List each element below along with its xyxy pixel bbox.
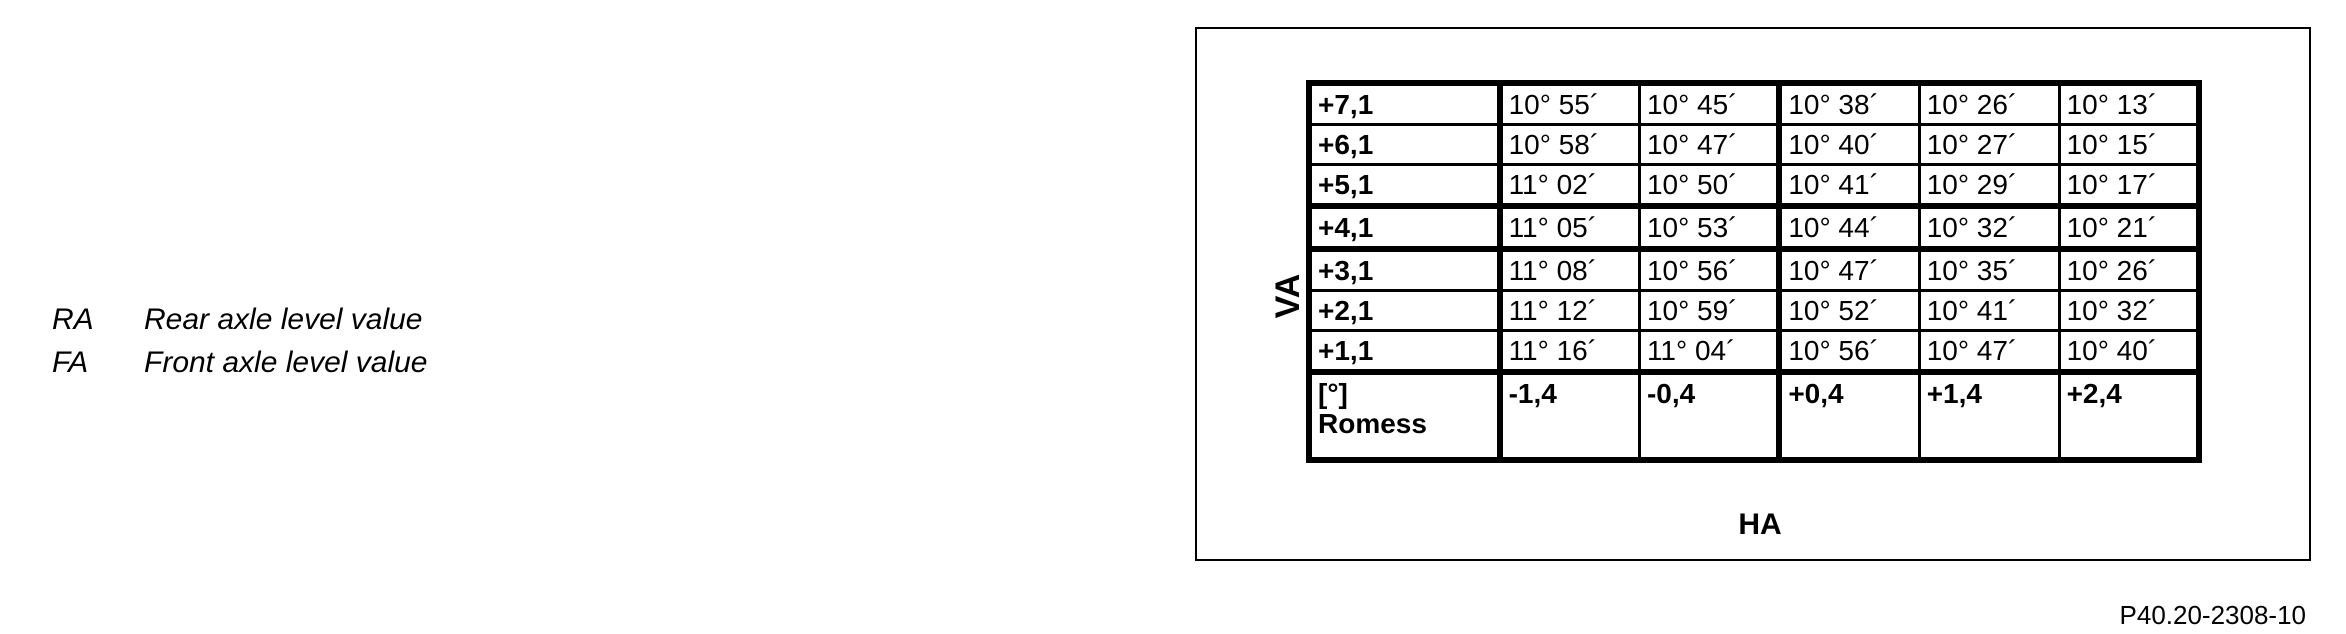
table-cell: 10° 38´ (1776, 81, 1921, 126)
ha-axis-label: HA (1738, 508, 1782, 541)
va-value: +1,1 (1307, 329, 1503, 374)
va-value: +2,1 (1307, 289, 1503, 332)
table-cell: 11° 08´ (1498, 246, 1641, 292)
table-cell: 10° 26´ (2057, 246, 2201, 292)
table-cell: 10° 50´ (1637, 163, 1781, 208)
table-cell: 10° 53´ (1637, 203, 1781, 251)
source-label: Romess (1318, 408, 1427, 439)
legend-item-ra: RA Rear axle level value (52, 298, 427, 341)
va-value: +7,1 (1307, 81, 1503, 126)
table-row: +6,1 10° 58´ 10° 47´ 10° 40´ 10° 27´ 10°… (1307, 123, 2201, 166)
legend-text: Front axle level value (144, 346, 428, 379)
legend-text: Rear axle level value (144, 303, 423, 336)
table-cell: 10° 35´ (1917, 246, 2061, 292)
table-cell: 11° 02´ (1498, 163, 1641, 208)
table-cell: 10° 52´ (1776, 289, 1921, 332)
table-cell: 10° 21´ (2057, 203, 2201, 251)
table-row: +5,1 11° 02´ 10° 50´ 10° 41´ 10° 29´ 10°… (1307, 163, 2201, 208)
va-value: +6,1 (1307, 123, 1503, 166)
table-footer-row: [°] Romess -1,4 -0,4 +0,4 +1,4 +2,4 (1307, 369, 2201, 462)
table-cell: 10° 41´ (1917, 289, 2061, 332)
table-cell: 10° 40´ (2057, 329, 2201, 374)
table-cell: 11° 16´ (1498, 329, 1641, 374)
table-row: +7,1 10° 55´ 10° 45´ 10° 38´ 10° 26´ 10°… (1307, 81, 2201, 126)
table-cell: 10° 40´ (1776, 123, 1921, 166)
table-cell: 10° 15´ (2057, 123, 2201, 166)
va-value: +3,1 (1307, 246, 1503, 292)
camber-table: +7,1 10° 55´ 10° 45´ 10° 38´ 10° 26´ 10°… (1306, 80, 2202, 463)
table-cell: 10° 47´ (1917, 329, 2061, 374)
table-cell: 10° 26´ (1917, 81, 2061, 126)
table-cell: 10° 32´ (1917, 203, 2061, 251)
table-cell: 10° 45´ (1637, 81, 1781, 126)
table-cell: 10° 56´ (1776, 329, 1921, 374)
legend-abbr: FA (52, 346, 89, 379)
va-value: +5,1 (1307, 163, 1503, 208)
unit-label: [°] (1318, 378, 1348, 409)
va-value: +4,1 (1307, 203, 1503, 251)
table-cell: 10° 55´ (1498, 81, 1641, 126)
table-cell: 10° 27´ (1917, 123, 2061, 166)
table-cell: 10° 32´ (2057, 289, 2201, 332)
ha-value: +1,4 (1917, 369, 2061, 462)
table-cell: 10° 44´ (1776, 203, 1921, 251)
table-row: +4,1 11° 05´ 10° 53´ 10° 44´ 10° 32´ 10°… (1307, 203, 2201, 251)
ha-value: +0,4 (1776, 369, 1921, 462)
ha-value: +2,4 (2057, 369, 2201, 462)
legend-abbr: RA (52, 303, 94, 336)
legend: RA Rear axle level value FA Front axle l… (52, 298, 427, 384)
table-cell: 10° 13´ (2057, 81, 2201, 126)
table-cell: 10° 47´ (1776, 246, 1921, 292)
reference-code: P40.20-2308-10 (2119, 600, 2306, 630)
table-cell: 10° 41´ (1776, 163, 1921, 208)
footer-head: [°] Romess (1307, 369, 1503, 462)
table-row: +2,1 11° 12´ 10° 59´ 10° 52´ 10° 41´ 10°… (1307, 289, 2201, 332)
ha-value: -1,4 (1498, 369, 1641, 462)
table-cell: 10° 47´ (1637, 123, 1781, 166)
legend-item-fa: FA Front axle level value (52, 341, 427, 384)
table-cell: 11° 04´ (1637, 329, 1781, 374)
table-cell: 10° 17´ (2057, 163, 2201, 208)
ha-value: -0,4 (1637, 369, 1781, 462)
table-cell: 10° 29´ (1917, 163, 2061, 208)
table-cell: 10° 58´ (1498, 123, 1641, 166)
table-row: +1,1 11° 16´ 11° 04´ 10° 56´ 10° 47´ 10°… (1307, 329, 2201, 374)
table-cell: 11° 05´ (1498, 203, 1641, 251)
table-cell: 10° 56´ (1637, 246, 1781, 292)
table-cell: 11° 12´ (1498, 289, 1641, 332)
table-row: +3,1 11° 08´ 10° 56´ 10° 47´ 10° 35´ 10°… (1307, 246, 2201, 292)
figure-frame (1195, 27, 2311, 561)
table-cell: 10° 59´ (1637, 289, 1781, 332)
